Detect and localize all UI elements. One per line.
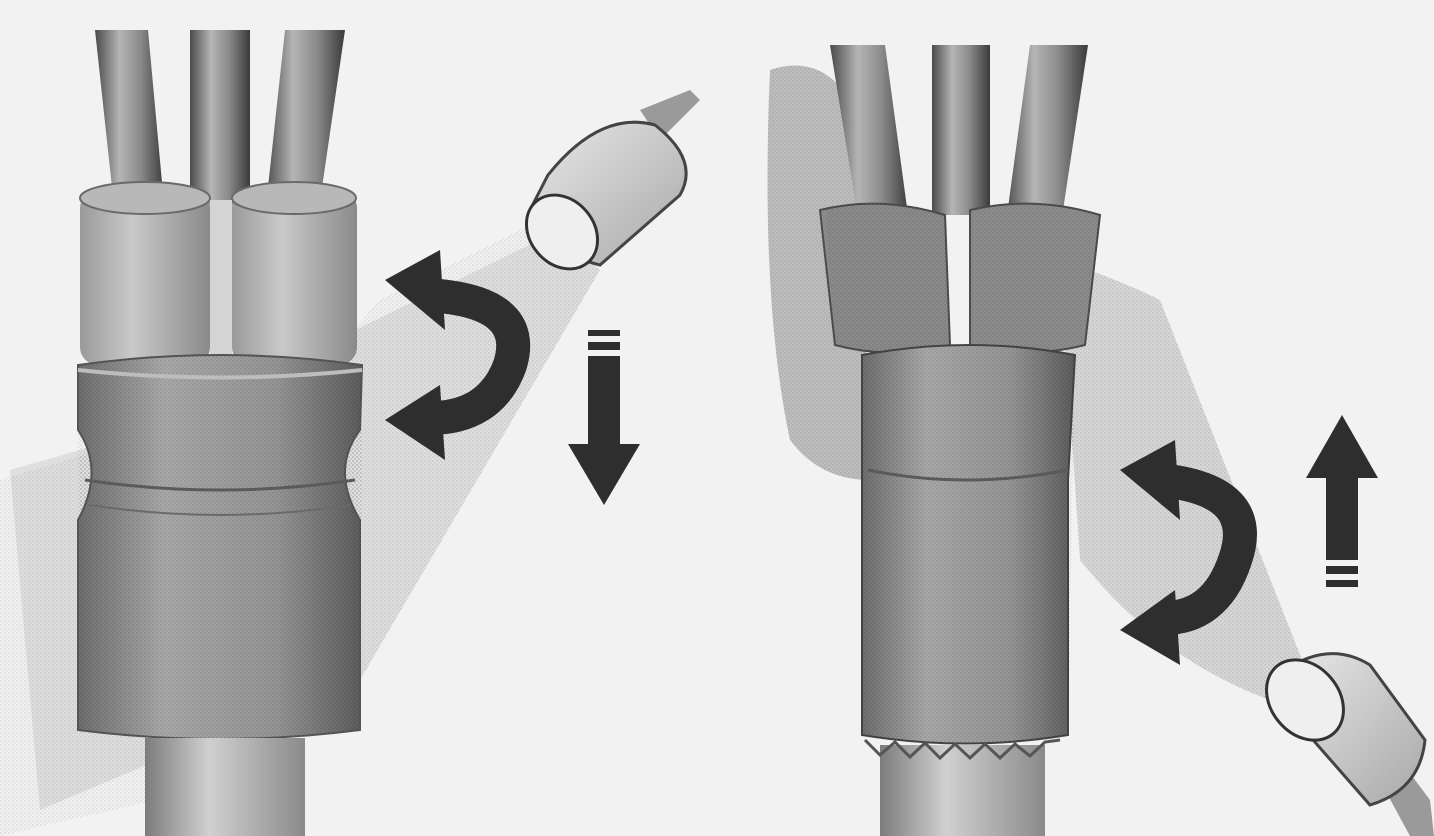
heat-gun-icon	[512, 90, 700, 283]
base-cable-right	[880, 745, 1045, 836]
base-cable-left	[145, 738, 305, 836]
cables-right	[830, 45, 1088, 230]
right-panel	[768, 45, 1434, 836]
breakout-fingers-left	[80, 182, 357, 365]
arrow-up-icon	[1306, 415, 1378, 587]
arrow-down-icon	[568, 330, 640, 505]
left-panel	[0, 30, 700, 836]
heat-gun-icon	[1251, 644, 1434, 836]
breakout-fingers-right	[820, 204, 1100, 353]
